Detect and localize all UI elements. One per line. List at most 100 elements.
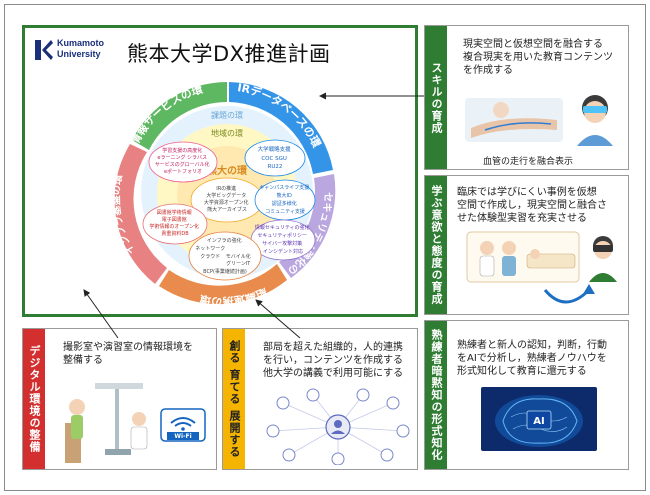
dx-wheel-diagram: 情報サービスの環 IRデータベースの環 セキュリティ強化の環 組織連携の環 イン… <box>87 74 336 309</box>
doctor-face <box>502 241 516 255</box>
ring-segment-ir <box>229 82 333 174</box>
logo-text: Kumamoto University <box>57 38 104 60</box>
network-node-icon <box>356 388 370 402</box>
panel-text-skills: 現実空間と仮想空間を融合する 複合現実を用いた教育コンテンツ を作成する <box>463 38 613 77</box>
text-line: を行い，コンテンツを作成する <box>263 355 403 366</box>
network-illustration <box>266 388 410 465</box>
panel-label-motivation: 学ぶ意欲と態度の育成 <box>425 176 447 314</box>
vr-headset-icon <box>593 245 613 252</box>
wifi-icon <box>170 417 196 424</box>
ai-chip-icon <box>526 410 552 430</box>
panel-label-create: 創る 育てる 展開する <box>223 329 245 469</box>
nurse-body <box>479 255 495 277</box>
text-line: をAIで分析し，熟練者ノウハウを <box>457 353 607 364</box>
panel-tacit-knowledge: 熟練者暗黙知の形式知化 熟練者と新人の認知，判断，行動 をAIで分析し，熟練者ノ… <box>424 320 629 470</box>
panel-text-motivation: 臨床では学びにくい事例を仮想 空間で作成し，現実空間と融合さ せた体験型実習を充… <box>457 186 607 225</box>
panel-motivation: 学ぶ意欲と態度の育成 臨床では学びにくい事例を仮想 空間で作成し，現実空間と融合… <box>424 175 629 315</box>
text-line: 現実空間と仮想空間を融合する <box>463 39 603 50</box>
logo-line1: Kumamoto <box>57 38 104 48</box>
text-line: 臨床では学びにくい事例を仮想 <box>457 187 597 198</box>
panel-digital-environment: デジタル環境の整備 撮影室や演習室の情報環境を 整備する Wi-Fi <box>22 328 217 470</box>
equipment-pole <box>115 389 119 449</box>
cluster-learning: 学習支援の高度化 eラーニング シラバス サービスのグローバル化 eポートフォリ… <box>155 147 212 175</box>
panel-text-digital: 撮影室や演習室の情報環境を 整備する <box>63 341 193 367</box>
text-line: 整備する <box>63 355 103 366</box>
mixed-reality-illustration <box>465 95 613 146</box>
cluster-bubble-library <box>142 203 208 245</box>
operator-face <box>69 399 85 415</box>
logo-line2: University <box>57 49 101 59</box>
text-line: 空間で作成し，現実空間と融合さ <box>457 200 607 211</box>
operator-body <box>71 415 83 439</box>
equipment-arm <box>95 383 143 389</box>
ai-brain-icon: AI <box>495 395 583 447</box>
inner-ring-label: 課題の環 <box>211 110 243 120</box>
panel-text-create: 部局を超えた組織的，人的連携 を行い，コンテンツを作成する 他大学の講義で利用可… <box>263 341 403 380</box>
dx-plan-box: Kumamoto University 熊本大学DX推進計画 情報サービスの環 … <box>22 25 418 317</box>
hub-person-head <box>334 420 342 428</box>
hospital-bed-icon <box>526 253 576 269</box>
cluster-security: 情報セキュリティの強化 セキュリティポリシー サイバー攻撃対策 インシデント対応 <box>255 224 311 255</box>
panel-label-digital: デジタル環境の整備 <box>23 329 45 469</box>
brain-outline <box>502 398 578 444</box>
person-body <box>577 135 613 146</box>
network-node-icon <box>386 396 400 410</box>
text-line: 撮影室や演習室の情報環境を <box>63 342 193 353</box>
patient-body <box>130 426 148 450</box>
text-line: せた体験型実習を充実させる <box>457 213 587 224</box>
text-line: を作成する <box>463 65 513 76</box>
panel-skills: スキルの育成 現実空間と仮想空間を融合する 複合現実を用いた教育コンテンツ を作… <box>424 25 629 170</box>
network-node-icon <box>306 388 320 402</box>
vessel-line <box>484 122 552 131</box>
wifi-dot <box>181 427 185 431</box>
caption-skills: 血管の走行を融合表示 <box>483 157 574 167</box>
cluster-campus: キャンパスライフ支援 熊大ID 認証多様化 コミュニティ支援 <box>259 184 311 215</box>
cluster-bubble-learning <box>148 141 218 183</box>
patient-face <box>530 249 540 259</box>
ward-scene <box>466 231 580 283</box>
cluster-bubble-infra <box>188 231 262 281</box>
text-line: 部局を超えた組織的，人的連携 <box>263 342 403 353</box>
wifi-label-bg <box>167 432 199 440</box>
ring-segment-infra <box>114 144 167 284</box>
text-line: 複合現実を用いた教育コンテンツ <box>463 52 613 63</box>
network-node-icon <box>380 448 394 462</box>
cluster-strategy: 大学戦略支援 COC SGU RU22 <box>258 145 293 170</box>
panel-label-tacit: 熟練者暗黙知の形式知化 <box>425 321 447 469</box>
network-node-icon <box>266 424 280 438</box>
ai-brain-image: AI <box>481 387 597 451</box>
patient-face <box>132 412 146 426</box>
center-label: 熊大の環 <box>207 164 248 177</box>
cluster-bubble-strategy <box>244 139 306 177</box>
ring-segment-org <box>159 264 287 305</box>
text-line: 熟練者と新人の認知，判断，行動 <box>457 340 607 351</box>
panel-text-tacit: 熟練者と新人の認知，判断，行動 をAIで分析し，熟練者ノウハウを 形式知化して教… <box>457 339 607 378</box>
page-title: 熊本大学DX推進計画 <box>127 42 331 66</box>
equipment-base <box>105 449 131 455</box>
ai-label: AI <box>533 416 544 427</box>
studio-illustration: Wi-Fi <box>65 383 206 463</box>
text-line: 他大学の講義で利用可能にする <box>263 368 404 379</box>
cluster-library: 図書館学術情報 電子図書館 学術情報のオープン化 貴重資料DB <box>149 209 200 237</box>
text-line: 形式知化して教育に還元する <box>457 366 587 377</box>
nurse-face <box>480 241 494 255</box>
arrowhead-icon <box>583 284 595 294</box>
vr-goggles-icon <box>583 106 607 113</box>
middle-ring-label: 地域の環 <box>211 128 243 138</box>
panel-label-skills: スキルの育成 <box>425 26 447 169</box>
cluster-ir: IRの推進 大学ビッグデータ 大学資源オープン化 熊大アーカイブス <box>204 185 250 213</box>
trainee-body <box>589 273 617 282</box>
wifi-icon-inner <box>174 422 192 427</box>
network-node-icon <box>282 448 296 462</box>
wifi-label: Wi-Fi <box>174 433 191 440</box>
university-logo: Kumamoto University <box>35 38 123 66</box>
network-node-icon <box>331 452 345 465</box>
arrow-create-to-plan <box>255 299 301 339</box>
doctor-body <box>502 256 516 276</box>
cluster-infra: インフラの強化 ネットワーク クラウド モバイル化 グリーンIT BCP(事業継… <box>195 237 252 275</box>
ring-segment-info <box>132 82 227 150</box>
network-node-icon <box>276 396 290 410</box>
panel-create-grow-spread: 創る 育てる 展開する 部局を超えた組織的，人的連携 を行い，コンテンツを作成す… <box>222 328 418 470</box>
arrow-digital-to-plan <box>83 289 119 339</box>
